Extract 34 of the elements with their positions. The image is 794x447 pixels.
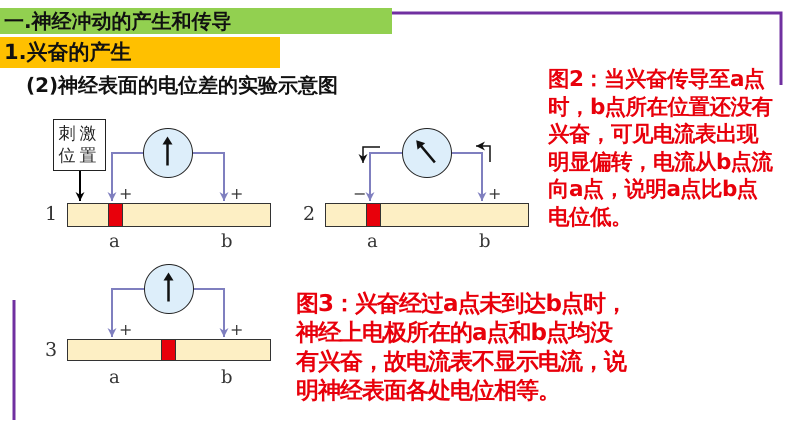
point-label: b [221,231,233,253]
figure-number: 1 [45,203,58,225]
galvanometer-icon [402,128,452,178]
electrode-sign: + [230,183,244,205]
arrow [76,171,84,201]
explanation-text: 图3：兴奋经过a点未到达b点时，神经上电极所在的a点和b点均没有兴奋，故电流表不显示电流，说明神经表面各处电位相等。 [296,290,628,406]
nerve-fiber-drawing [67,203,271,227]
point-label: b [221,367,233,389]
point-label: a [109,231,120,253]
point-label: b [479,231,491,253]
arrow [452,152,486,201]
arrow [366,152,402,201]
electrode-sign: + [119,183,132,205]
subsection-heading: 1.兴奋的产生 [0,37,280,68]
section-heading: 一.神经冲动的产生和传导 [0,8,392,34]
galvanometer-icon [143,128,193,178]
point-label: a [367,231,378,253]
arrow [108,288,144,337]
point-label: a [109,367,120,389]
electrode-sign: + [488,183,502,205]
figure-number: 2 [303,203,316,225]
electrode-sign: + [230,319,244,341]
arrow [108,152,143,201]
nerve-fiber-drawing [325,203,529,227]
arrow [194,288,228,337]
electrode-sign: + [119,319,132,341]
nerve-fiber-drawing [67,339,271,361]
figure-heading: (2)神经表面的电位差的实验示意图 [26,72,338,98]
figure-number: 3 [45,339,58,361]
stimulus-label-box: 刺激位置 [53,119,106,171]
galvanometer-icon [144,264,194,314]
explanation-text: 图2：当兴奋传导至a点时，b点所在位置还没有兴奋，可见电流表出现明显偏转，电流从b点流向a点，说明a点比b点电位低。 [548,66,774,231]
electrode-sign: − [353,183,366,205]
arrow [193,152,228,201]
